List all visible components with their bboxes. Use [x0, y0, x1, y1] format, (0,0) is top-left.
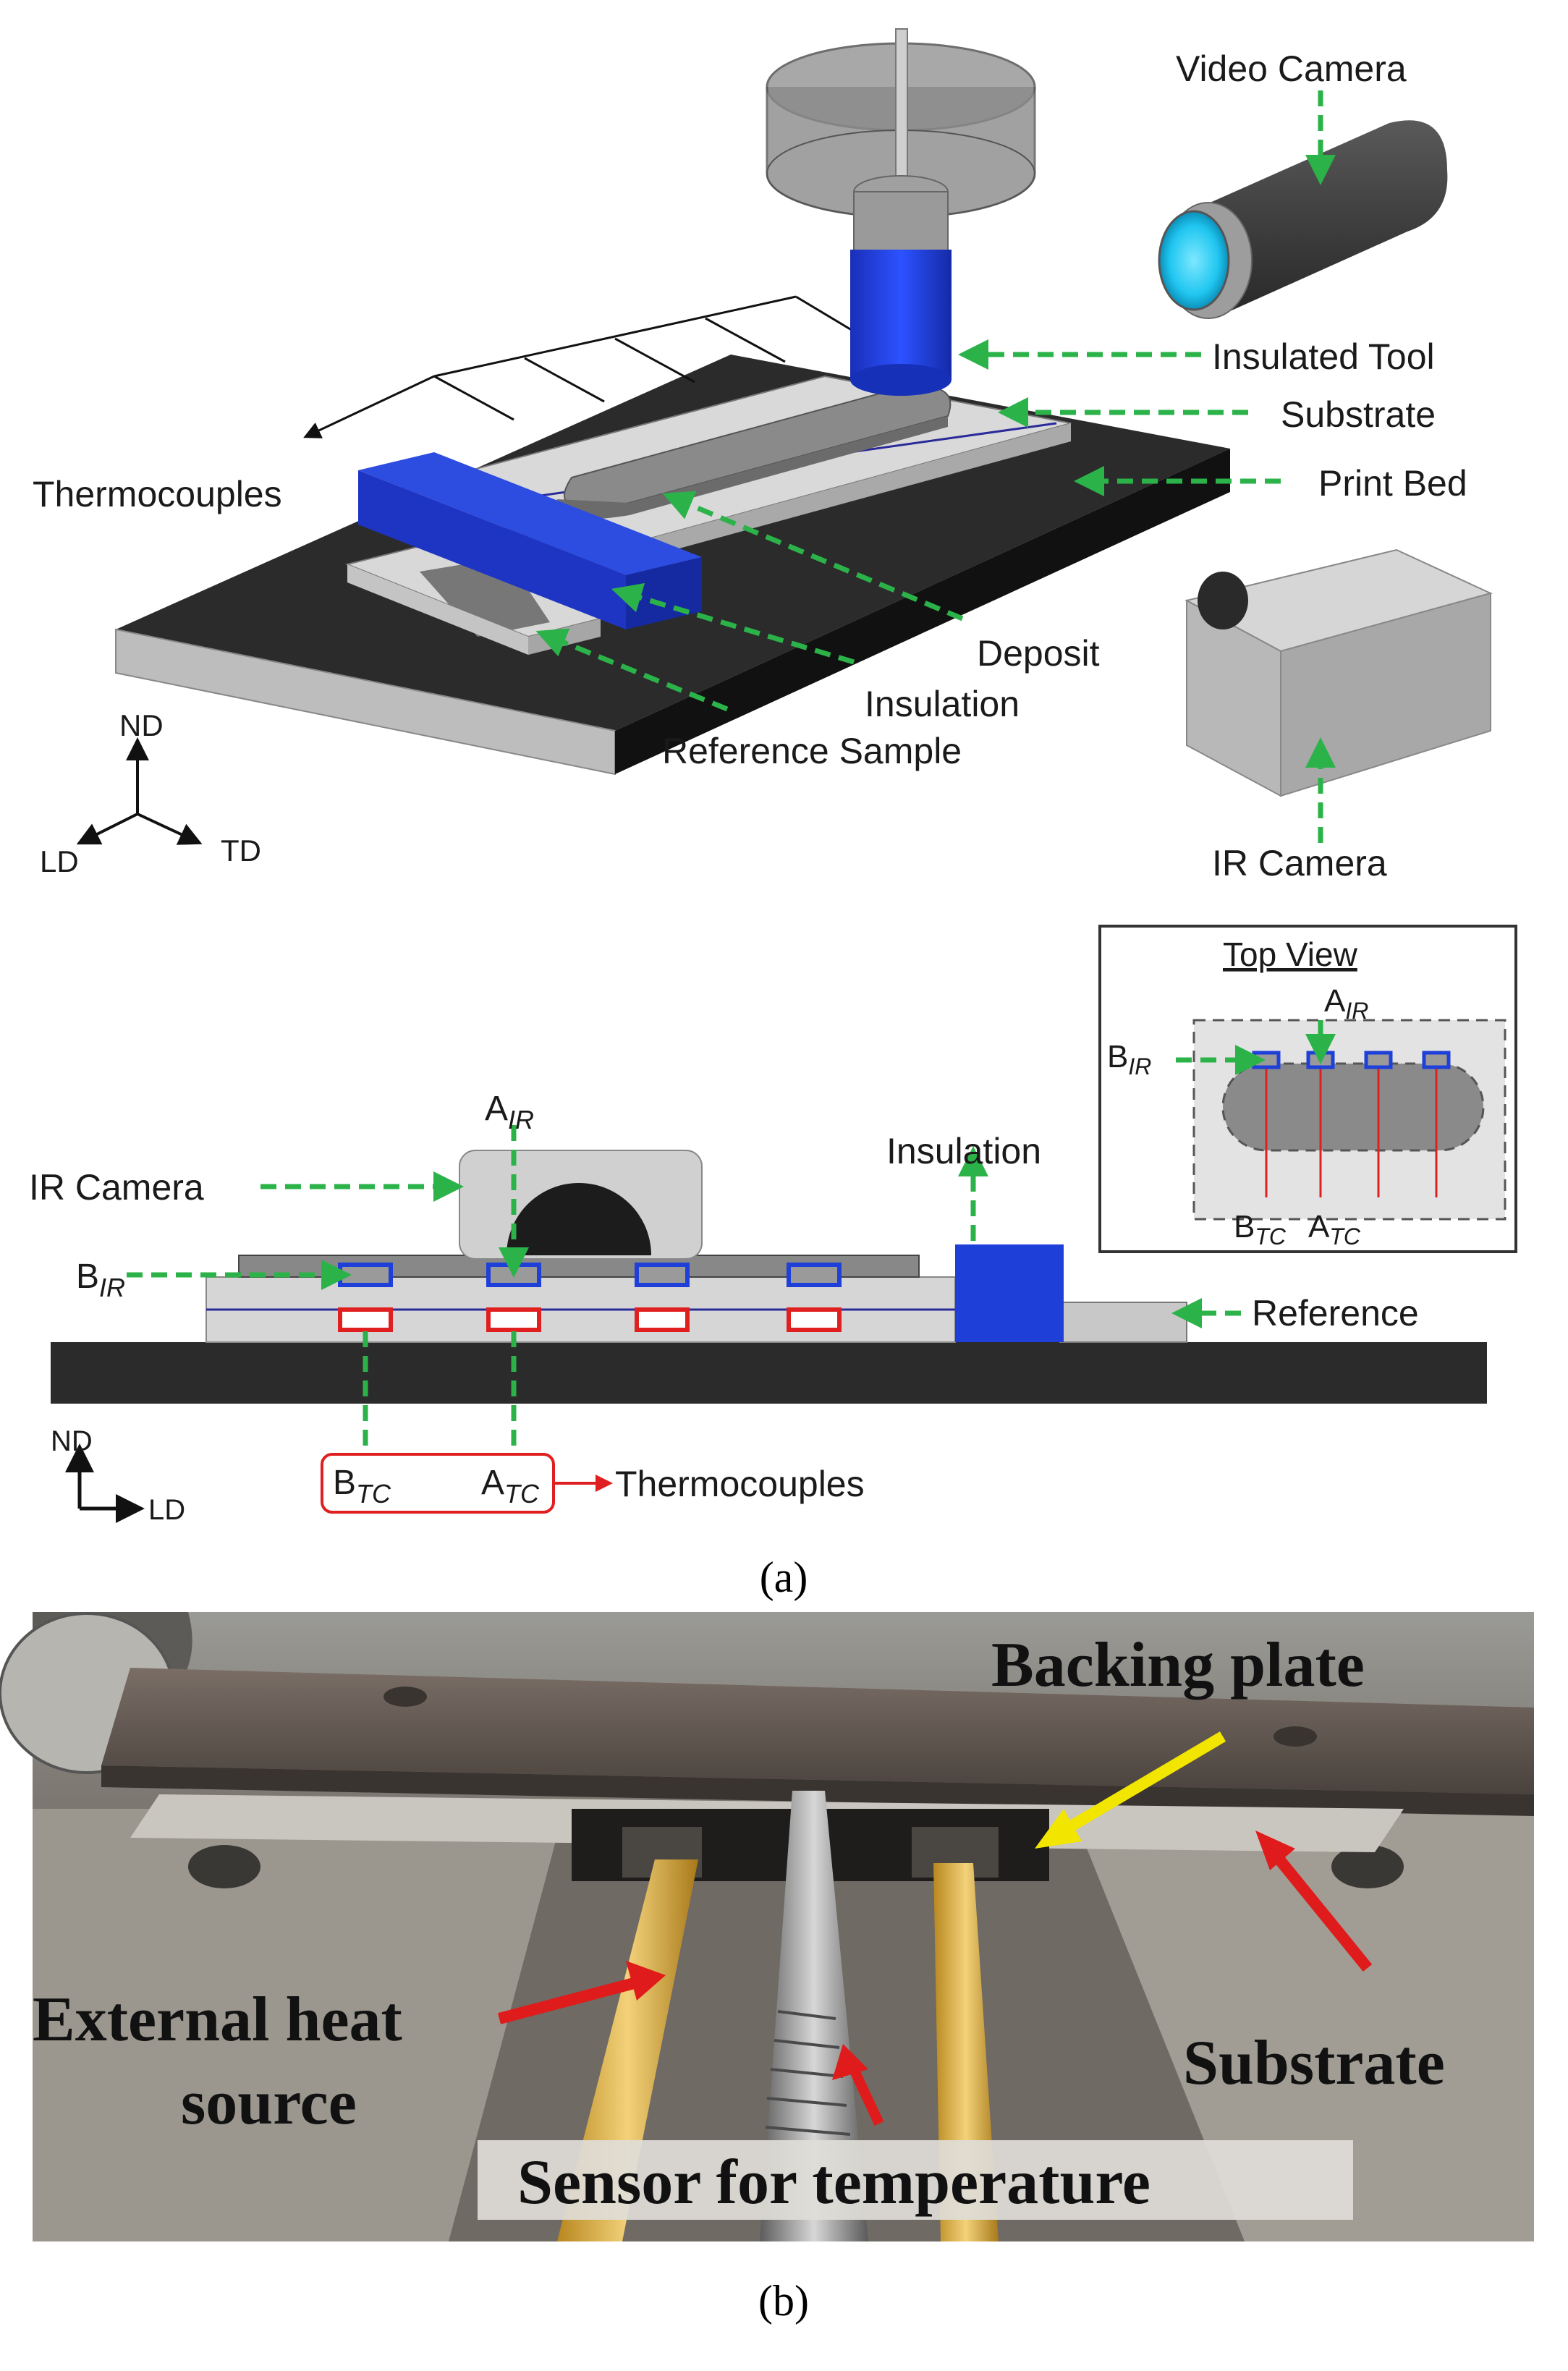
- label-ir-camera-side: IR Camera: [29, 1167, 204, 1208]
- point-b-ir-side: BIR: [76, 1257, 125, 1302]
- axis-nd-side: ND: [51, 1425, 93, 1457]
- side-ir-camera: [459, 1150, 703, 1260]
- label-insulated-tool: Insulated Tool: [1212, 336, 1435, 377]
- point-a-ir-side: AIR: [485, 1090, 534, 1134]
- label-print-bed: Print Bed: [1318, 463, 1467, 504]
- label-ir-camera-iso: IR Camera: [1212, 843, 1387, 883]
- side-print-bed: [51, 1342, 1487, 1404]
- caption-a: (a): [760, 1553, 808, 1601]
- top-view-b-tc: BTC: [1234, 1209, 1287, 1250]
- axis-ld-iso: LD: [40, 844, 79, 878]
- label-video-camera: Video Camera: [1176, 48, 1407, 89]
- axis-td-iso: TD: [221, 834, 261, 868]
- thermocouple-wires: [303, 295, 869, 438]
- label-insulation-iso: Insulation: [865, 684, 1020, 724]
- ir-markers: [338, 1263, 842, 1287]
- insulation-bar: [358, 452, 702, 629]
- iso-view: Video Camera Insulated Tool Substrate Pr…: [33, 28, 1493, 883]
- point-a-tc-side: ATC: [481, 1464, 540, 1509]
- leader-arrows-iso: [535, 90, 1336, 843]
- label-reference: Reference: [1252, 1293, 1419, 1333]
- label-external-heat-1: External heat: [33, 1985, 402, 2055]
- label-insulation-side: Insulation: [886, 1131, 1041, 1171]
- label-sensor: Sensor for temperature: [517, 2147, 1150, 2218]
- label-external-heat-2: source: [181, 2068, 357, 2138]
- top-view-a-ir: AIR: [1324, 983, 1368, 1024]
- label-reference-sample: Reference Sample: [662, 731, 962, 771]
- label-thermocouples-iso: Thermocouples: [33, 474, 282, 514]
- axis-nd-iso: ND: [119, 708, 164, 742]
- axis-side: [65, 1443, 145, 1523]
- label-deposit: Deposit: [977, 633, 1100, 674]
- top-view-b-ir: BIR: [1107, 1039, 1151, 1080]
- top-view-a-tc: ATC: [1308, 1209, 1361, 1250]
- video-camera: [1158, 120, 1448, 319]
- photo-panel: Backing plate External heat source Subst…: [0, 1612, 1534, 2241]
- label-backing-plate: Backing plate: [991, 1630, 1365, 1700]
- side-insulation: [955, 1244, 1064, 1342]
- side-reference: [1059, 1302, 1187, 1343]
- tc-markers: [338, 1307, 842, 1332]
- label-substrate-photo: Substrate: [1183, 2028, 1445, 2098]
- axis-triad-iso: [76, 737, 203, 845]
- side-view: IR Camera Insulation Reference Thermocou…: [29, 925, 1517, 1526]
- label-substrate: Substrate: [1281, 394, 1436, 435]
- point-b-tc-side: BTC: [333, 1464, 391, 1509]
- leader-arrows-side: [127, 1125, 1241, 1476]
- insulated-tool: [766, 28, 1036, 396]
- ir-camera-iso: [1185, 548, 1493, 797]
- photo-arrows: [497, 1731, 1373, 2126]
- top-view-inset: [1098, 925, 1517, 1253]
- top-view-title: Top View: [1223, 936, 1358, 973]
- label-thermocouples-side: Thermocouples: [615, 1464, 865, 1504]
- axis-ld-side: LD: [148, 1494, 185, 1526]
- caption-b: (b): [758, 2277, 809, 2325]
